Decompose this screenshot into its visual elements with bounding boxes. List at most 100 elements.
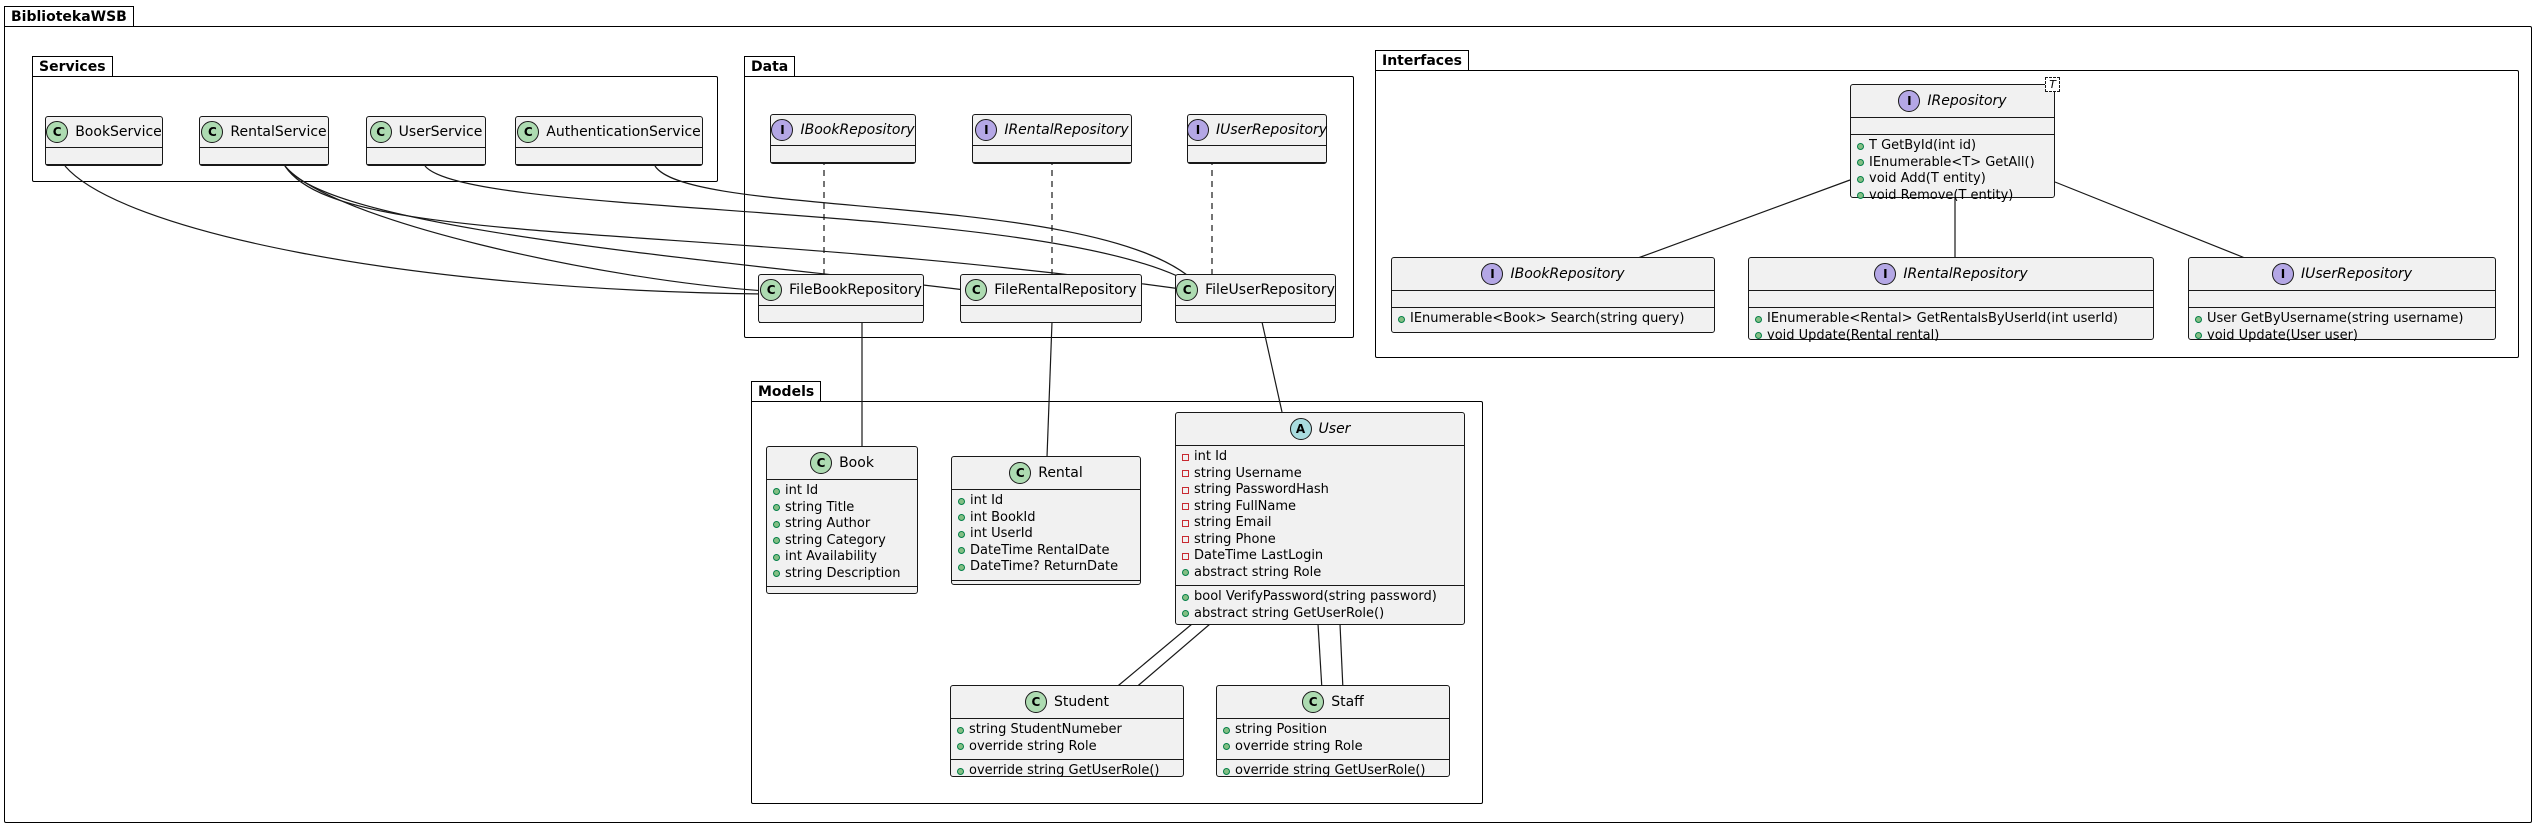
field: string Email	[1194, 515, 1272, 530]
method: T GetById(int id)	[1869, 138, 1977, 153]
public-marker-icon	[1182, 593, 1189, 601]
class-name: IRentalRepository	[1004, 122, 1129, 138]
field: string FullName	[1194, 498, 1297, 514]
methods-section	[771, 162, 915, 179]
method: User GetByUsername(string username)	[2207, 311, 2464, 326]
methods-section	[952, 579, 1140, 597]
private-marker-icon	[1182, 486, 1189, 494]
fields-section	[46, 147, 162, 164]
methods-section: override string GetUserRole()	[1217, 759, 1449, 784]
methods-section	[961, 322, 1141, 339]
method: void Add(T entity)	[1869, 171, 1986, 186]
fields-section: string StudentNumeber override string Ro…	[951, 718, 1183, 759]
class-filerentalrepository[interactable]: C FileRentalRepository	[960, 274, 1142, 323]
field: string Author	[785, 516, 871, 531]
field: string Title	[785, 499, 855, 515]
public-marker-icon	[957, 743, 964, 751]
methods-section	[1188, 162, 1326, 179]
public-marker-icon	[773, 553, 780, 561]
private-marker-icon	[1182, 453, 1189, 461]
public-marker-icon	[958, 530, 965, 538]
public-marker-icon	[1223, 726, 1230, 734]
public-marker-icon	[1857, 175, 1864, 183]
field: string Position	[1235, 722, 1328, 737]
fields-section	[1392, 290, 1714, 307]
method: void Update(User user)	[2207, 327, 2358, 343]
fields-section	[973, 145, 1131, 162]
methods-section	[516, 164, 702, 181]
class-badge-icon: C	[965, 279, 988, 301]
public-marker-icon	[958, 497, 965, 505]
fields-section: int Id int BookId int UserId DateTime Re…	[952, 489, 1140, 580]
package-tab-services: Services	[32, 56, 113, 77]
private-marker-icon	[1182, 536, 1189, 544]
class-badge-icon: C	[1176, 279, 1199, 301]
private-marker-icon	[1182, 519, 1189, 527]
public-marker-icon	[773, 570, 780, 578]
field: abstract string Role	[1194, 564, 1322, 580]
fields-section	[1851, 117, 2054, 134]
field: DateTime? ReturnDate	[970, 559, 1119, 574]
package-tab-data: Data	[744, 56, 796, 77]
fields-section: int Id string Username string PasswordHa…	[1176, 445, 1464, 585]
public-marker-icon	[1182, 569, 1189, 577]
fields-section	[367, 147, 485, 164]
public-marker-icon	[2195, 332, 2202, 340]
class-name: IRentalRepository	[1903, 266, 2028, 282]
class-badge-icon: C	[1009, 462, 1032, 484]
class-badge-icon: C	[369, 121, 392, 143]
public-marker-icon	[1755, 332, 1762, 340]
fields-section	[200, 147, 328, 164]
fields-section	[1749, 290, 2153, 307]
field: string Description	[785, 565, 901, 581]
field: int Id	[1194, 449, 1228, 464]
class-badge-icon: C	[517, 121, 540, 143]
method: IEnumerable<T> GetAll()	[1869, 154, 2035, 170]
field: int UserId	[970, 526, 1033, 541]
class-name: IBookRepository	[800, 122, 915, 138]
public-marker-icon	[957, 767, 964, 775]
method: override string GetUserRole()	[969, 763, 1160, 778]
class-name: FileRentalRepository	[994, 282, 1137, 298]
field: int Id	[785, 483, 819, 498]
public-marker-icon	[773, 504, 780, 512]
methods-section: User GetByUsername(string username) void…	[2189, 307, 2495, 348]
public-marker-icon	[958, 547, 965, 555]
public-marker-icon	[773, 520, 780, 528]
interface-badge-icon: I	[2271, 263, 2294, 285]
interface-badge-icon: I	[1186, 119, 1209, 141]
methods-section: IEnumerable<Rental> GetRentalsByUserId(i…	[1749, 307, 2153, 348]
class-badge-icon: C	[760, 279, 783, 301]
fields-section: int Id string Title string Author string…	[767, 479, 917, 586]
type-parameter: T	[2045, 77, 2060, 92]
public-marker-icon	[958, 514, 965, 522]
fields-section	[961, 305, 1141, 322]
private-marker-icon	[1182, 503, 1189, 511]
public-marker-icon	[1755, 315, 1762, 323]
methods-section: T GetById(int id) IEnumerable<T> GetAll(…	[1851, 134, 2054, 208]
class-name: User	[1318, 421, 1351, 437]
interface-badge-icon: I	[1898, 90, 1921, 112]
fields-section	[1188, 145, 1326, 162]
interface-data-irentalrepository[interactable]: I IRentalRepository	[972, 114, 1132, 164]
interface-badge-icon: I	[975, 119, 998, 141]
method: IEnumerable<Book> Search(string query)	[1410, 311, 1685, 326]
fields-section	[771, 145, 915, 162]
